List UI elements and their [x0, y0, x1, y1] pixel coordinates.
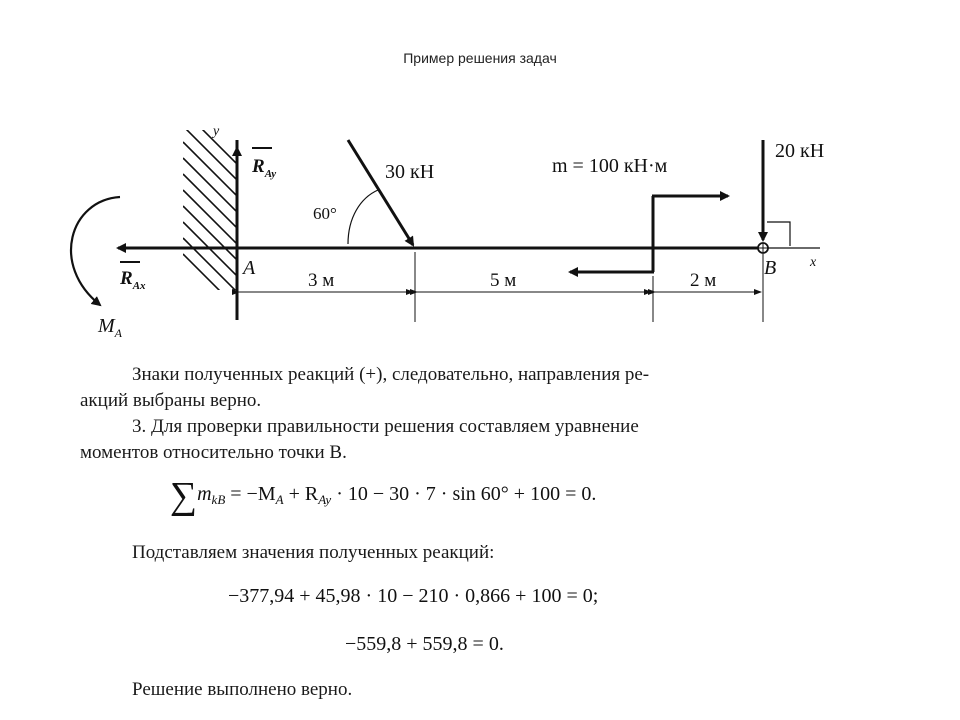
sum-symbol: ∑ [170, 475, 198, 517]
point-b-label: B [764, 257, 776, 279]
dim-3-label: 3 м [308, 270, 334, 291]
right-angle-mark [767, 221, 791, 246]
paragraph-check-line1: 3. Для проверки правильности решения сос… [132, 416, 639, 437]
slide-title: Пример решения задач [403, 50, 557, 66]
dim-5-label: 5 м [490, 270, 516, 291]
paragraph-check: 3. Для проверки правильности решения сос… [80, 414, 832, 466]
force-20-label: 20 кН [775, 140, 824, 162]
force-30-arrow [346, 139, 415, 247]
wall-hatching [183, 130, 237, 290]
moment-equation: ∑mkB = −MA + RAy · 10 − 30 · 7 · sin 60°… [170, 475, 597, 517]
equation-result: −559,8 + 559,8 = 0. [345, 633, 504, 655]
paragraph-substitute: Подставляем значения полученных реакций: [132, 542, 495, 563]
paragraph-check-line2: моментов относительно точки B. [80, 442, 347, 463]
axis-x-label: x [809, 255, 817, 270]
beam-diagram: y RAy x RAx MA A 30 кН 60° m = 100 кН·м … [70, 124, 824, 340]
ray-label: RAy [251, 156, 276, 180]
angle-label: 60° [313, 204, 337, 223]
axis-y-label: y [211, 124, 220, 139]
paragraph-signs-line1: Знаки полученных реакций (+), следовател… [132, 364, 650, 385]
point-a-label: A [241, 257, 256, 279]
force-30-label: 30 кН [385, 161, 434, 183]
moment-ma-arrow [70, 195, 121, 307]
paragraph-signs: Знаки полученных реакций (+), следовател… [80, 362, 832, 414]
dim-2-label: 2 м [690, 270, 716, 291]
angle-arc [347, 189, 379, 245]
rax-label: RAx [119, 268, 146, 292]
paragraph-signs-line2: акций выбраны верно. [80, 390, 262, 411]
paragraph-conclusion: Решение выполнено верно. [132, 679, 353, 700]
moment-ma-label: MA [97, 315, 123, 340]
moment-label: m = 100 кН·м [552, 155, 668, 177]
equation-substituted: −377,94 + 45,98 · 10 − 210 · 0,866 + 100… [228, 585, 599, 607]
